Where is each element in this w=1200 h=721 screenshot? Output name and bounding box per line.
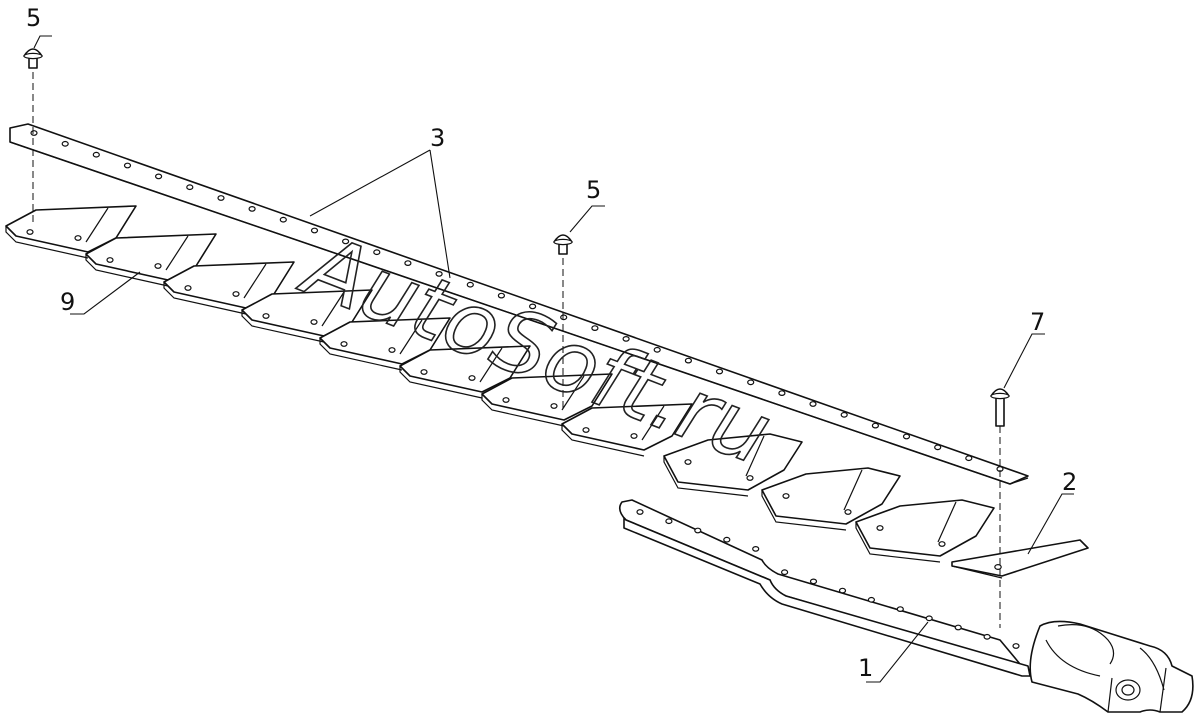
blade bbox=[399, 345, 531, 399]
knife-bar-hole bbox=[838, 587, 847, 594]
strip-hole bbox=[840, 411, 848, 418]
strip-hole bbox=[404, 260, 412, 267]
knife-bar-holes bbox=[636, 509, 1020, 649]
knife-bar-hole bbox=[636, 509, 644, 515]
knife-bar-hole bbox=[925, 615, 933, 622]
strip-hole bbox=[30, 130, 38, 136]
knife-bar-hole bbox=[780, 569, 789, 576]
knife-bar-hole bbox=[896, 606, 904, 612]
blade bbox=[561, 403, 693, 457]
strip-hole bbox=[435, 271, 443, 277]
knife-bar-hole bbox=[694, 527, 702, 534]
strip-hole bbox=[965, 455, 973, 462]
rivet-long bbox=[990, 388, 1010, 427]
callout-strip: 3 bbox=[430, 124, 445, 152]
knife-bar-hole bbox=[809, 578, 818, 585]
strip-hole bbox=[934, 444, 942, 451]
blade bbox=[241, 289, 373, 343]
callout-rivet-mid: 5 bbox=[586, 176, 601, 204]
rivet-mid bbox=[553, 234, 573, 255]
strip-hole bbox=[497, 292, 505, 299]
strip-hole bbox=[871, 422, 880, 429]
end-section-hole bbox=[994, 563, 1002, 570]
strip-hole bbox=[653, 346, 661, 353]
knife-bar-hole bbox=[752, 546, 760, 552]
strip-hole bbox=[248, 205, 256, 212]
strip-hole bbox=[560, 314, 568, 321]
callouts: 5 3 5 7 2 9 1 bbox=[26, 4, 1077, 682]
callout-rivet-long: 7 bbox=[1030, 308, 1045, 336]
callout-knife-bar: 1 bbox=[858, 654, 873, 682]
strip-hole bbox=[902, 433, 911, 440]
callout-end-section: 2 bbox=[1062, 468, 1077, 496]
blades-part-9 bbox=[5, 205, 995, 563]
strip-hole bbox=[186, 184, 194, 191]
strip-hole bbox=[279, 216, 287, 223]
strip-hole bbox=[310, 227, 319, 234]
strip-hole bbox=[217, 195, 225, 201]
strip-holes bbox=[30, 130, 1004, 472]
blade bbox=[855, 499, 995, 563]
strip-hole bbox=[123, 162, 132, 169]
strip-part-3 bbox=[9, 123, 1029, 485]
blade bbox=[663, 433, 803, 497]
strip-hole bbox=[622, 336, 630, 342]
callout-rivet-left: 5 bbox=[26, 4, 41, 32]
strip-hole bbox=[92, 151, 100, 158]
assembly-axes bbox=[32, 72, 1001, 628]
strip-hole bbox=[155, 173, 163, 180]
knife-bar-hole bbox=[954, 624, 962, 631]
strip-hole bbox=[715, 368, 724, 375]
knife-bar-hole bbox=[983, 633, 991, 640]
callout-blades: 9 bbox=[60, 288, 75, 316]
strip-hole bbox=[342, 238, 350, 245]
knife-bar-hole bbox=[665, 518, 673, 525]
knife-head bbox=[1029, 620, 1194, 713]
blade bbox=[761, 467, 901, 531]
strip-hole bbox=[778, 390, 786, 397]
end-section-part-2 bbox=[951, 539, 1089, 579]
strip-hole bbox=[684, 357, 693, 364]
strip-hole bbox=[61, 140, 69, 147]
blade bbox=[319, 317, 451, 371]
knife-bar-part-1 bbox=[618, 499, 1194, 713]
strip-hole bbox=[747, 379, 755, 386]
knife-bar-hole bbox=[867, 596, 876, 603]
strip-hole bbox=[809, 401, 817, 407]
strip-hole bbox=[373, 249, 381, 256]
blade bbox=[481, 373, 613, 427]
strip-hole bbox=[466, 281, 474, 288]
knife-bar-hole bbox=[723, 536, 731, 543]
knife-bar-hole bbox=[1012, 643, 1020, 649]
rivets bbox=[23, 48, 1010, 427]
strip-hole bbox=[528, 303, 537, 310]
rivet-left bbox=[23, 48, 43, 69]
leader-lines bbox=[33, 35, 1074, 683]
strip-hole bbox=[591, 325, 599, 332]
